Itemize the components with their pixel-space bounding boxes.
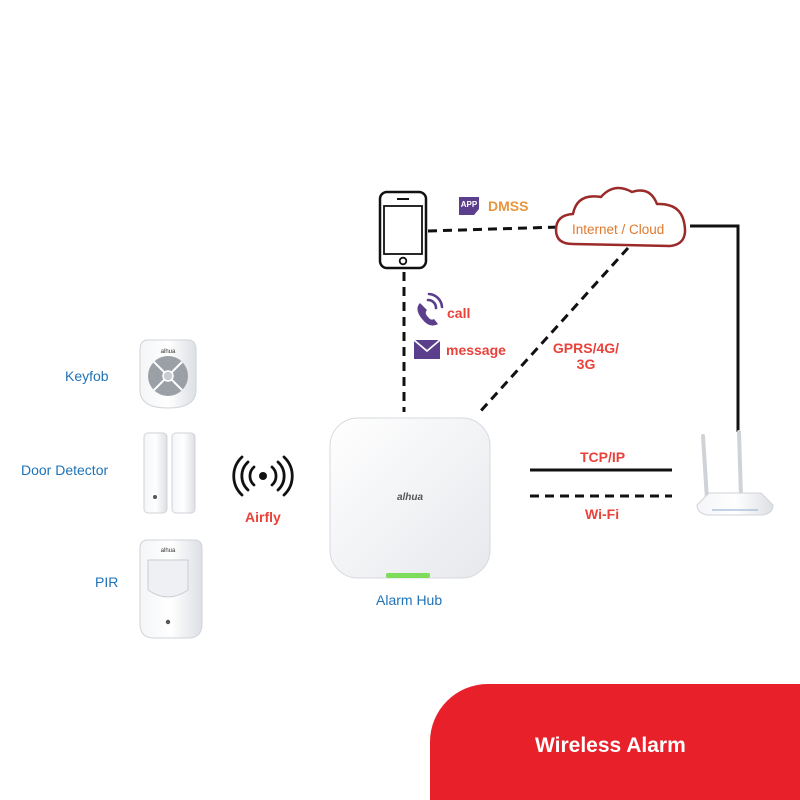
smartphone-icon — [378, 190, 428, 270]
alarm-hub-label: Alarm Hub — [376, 592, 443, 608]
door-detector-label: Door Detector — [21, 462, 109, 478]
phone-call-icon — [417, 292, 444, 326]
gprs-label-line1: GPRS/4G/ — [552, 340, 620, 356]
door-detector-device — [143, 432, 196, 514]
message-label: message — [446, 342, 506, 358]
tcpip-label: TCP/IP — [580, 449, 626, 465]
title-banner — [430, 684, 800, 800]
airfly-label: Airfly — [245, 509, 281, 525]
app-badge-text: APP — [461, 200, 478, 209]
keyfob-label: Keyfob — [65, 368, 109, 384]
dmss-label: DMSS — [488, 198, 529, 214]
hub-status-led — [386, 573, 430, 578]
airfly-wireless-icon — [232, 455, 294, 497]
gprs-label: GPRS/4G/ 3G — [548, 340, 624, 372]
keyfob-device: alhua — [139, 339, 197, 409]
cloud-icon — [554, 186, 687, 248]
keyfob-brand: alhua — [161, 349, 176, 355]
router-device — [696, 430, 774, 516]
hub-brand: alhua — [397, 492, 424, 503]
pir-device: alhua — [139, 539, 203, 639]
alarm-hub-device: alhua — [329, 417, 491, 579]
pir-label: PIR — [95, 574, 119, 590]
phone-cloud-dashed-line — [427, 225, 561, 233]
banner-title: Wireless Alarm — [535, 734, 686, 757]
message-envelope-icon — [413, 339, 441, 359]
cloud-router-solid-line — [690, 224, 740, 432]
pir-brand: alhua — [161, 548, 176, 554]
cloud-label: Internet / Cloud — [572, 222, 665, 237]
gprs-label-line2: 3G — [576, 356, 596, 372]
wifi-label: Wi-Fi — [585, 506, 620, 522]
call-label: call — [447, 305, 471, 321]
app-icon: APP — [459, 197, 479, 215]
cloud-hub-dashed-line — [476, 246, 630, 416]
